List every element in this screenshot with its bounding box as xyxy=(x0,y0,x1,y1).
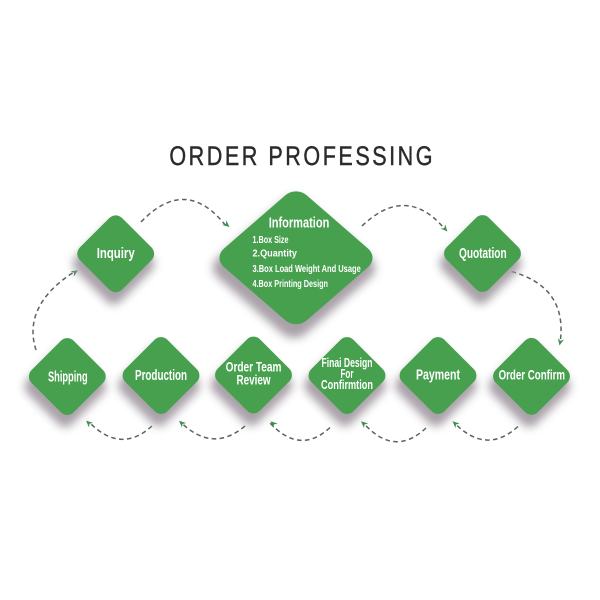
svg-text:Order Confirm: Order Confirm xyxy=(499,367,565,383)
svg-text:Production: Production xyxy=(135,367,187,383)
svg-text:Quotation: Quotation xyxy=(459,245,507,261)
svg-text:Confirmtion: Confirmtion xyxy=(321,379,373,393)
svg-text:ORDER PROFESSING: ORDER PROFESSING xyxy=(169,142,435,172)
svg-text:Finai Design: Finai Design xyxy=(321,357,372,371)
svg-text:1.Box Size: 1.Box Size xyxy=(253,234,289,246)
svg-text:Order Team: Order Team xyxy=(226,359,282,375)
svg-text:Information: Information xyxy=(269,214,330,231)
svg-text:4.Box Printing Design: 4.Box Printing Design xyxy=(253,278,328,290)
svg-text:Shipping: Shipping xyxy=(48,368,88,385)
svg-text:3.Box Load Weight And Usage: 3.Box Load Weight And Usage xyxy=(253,263,361,275)
svg-text:For: For xyxy=(340,368,353,382)
svg-text:2.Quantity: 2.Quantity xyxy=(253,248,298,260)
svg-text:Inquiry: Inquiry xyxy=(97,244,135,261)
svg-text:Review: Review xyxy=(236,372,270,388)
svg-text:Payment: Payment xyxy=(416,367,461,383)
